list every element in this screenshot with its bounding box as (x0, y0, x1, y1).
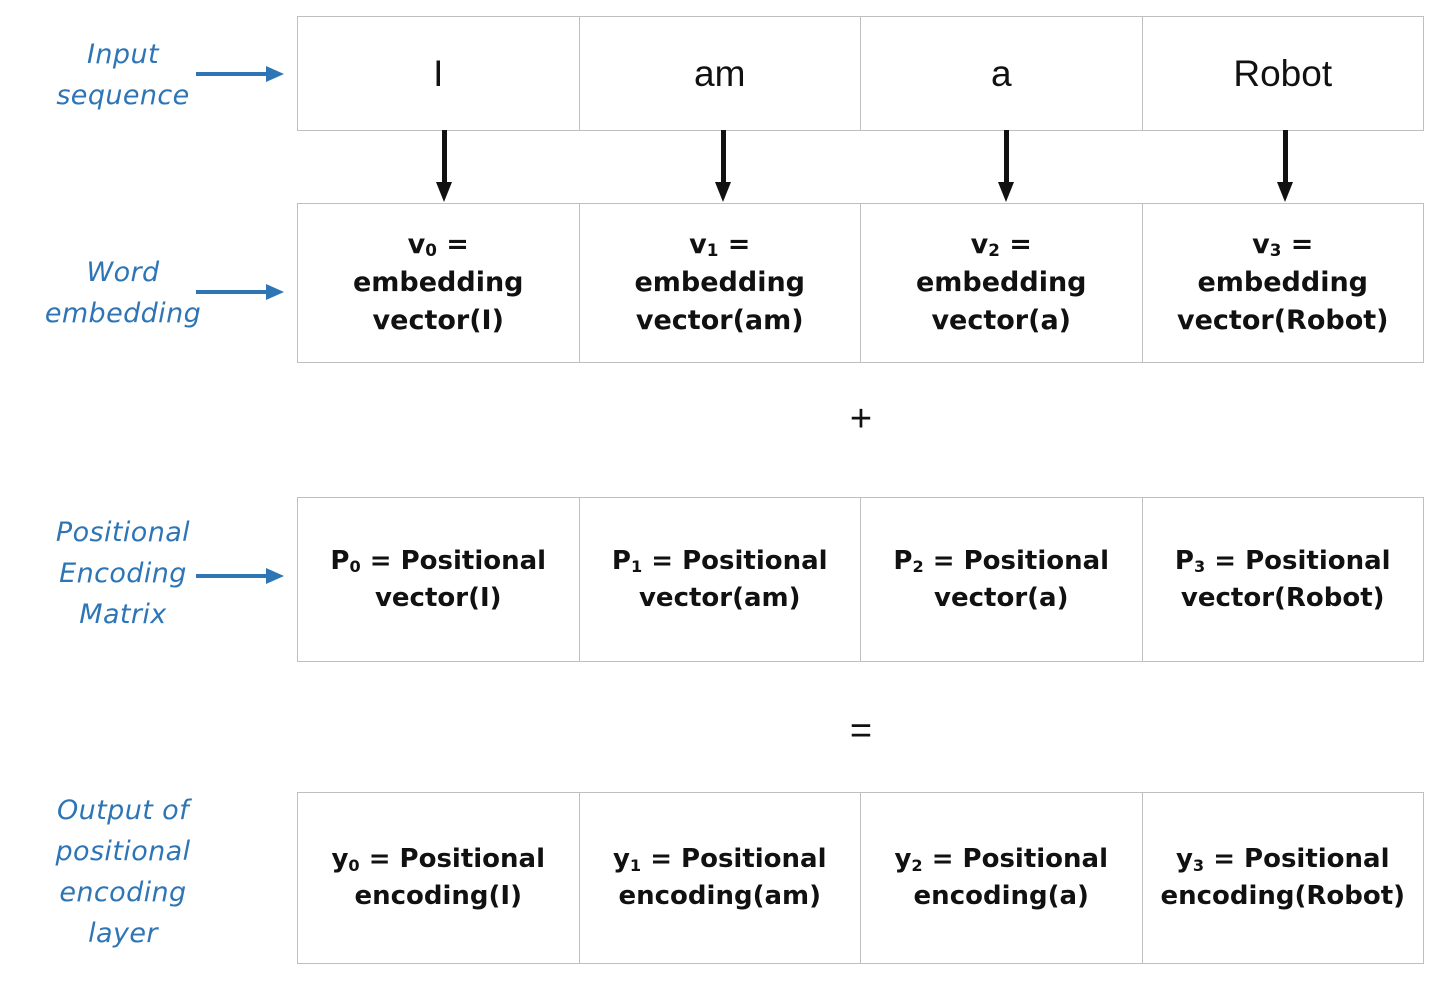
row-label-positional-encoding-matrix: Positional Encoding Matrix (8, 512, 238, 635)
table-cell-embedding-1: v1 = embedding vector(am) (580, 204, 861, 362)
cell-text-line: vector(I) (374, 582, 502, 613)
operator-plus: + (849, 398, 873, 440)
table-cell-positional-1: P1 = Positional vector(am) (580, 498, 861, 661)
arrow-down-icon (713, 130, 733, 202)
table-cell-output-2: y2 = Positional encoding(a) (861, 793, 1143, 963)
arrow-down-icon (996, 130, 1016, 202)
row-label-line: encoding (59, 877, 187, 909)
cell-text-line: embedding (1197, 266, 1369, 298)
table-cell-input-0: I (298, 17, 580, 130)
cell-text-line: vector(am) (638, 582, 801, 613)
arrow-shaft (721, 130, 726, 186)
table-cell-positional-3: P3 = Positional vector(Robot) (1143, 498, 1424, 661)
cell-symbol-line: y2 = Positional (894, 844, 1109, 875)
cell-symbol-line: y0 = Positional (331, 844, 546, 875)
cell-text: a (990, 52, 1012, 94)
table-cell-input-3: Robot (1143, 17, 1424, 130)
arrow-head (266, 568, 284, 584)
row-label-output-of-positional-encoding-layer: Output of positional encoding layer (8, 790, 238, 954)
arrow-right-icon (196, 63, 288, 85)
cell-text: am (694, 52, 746, 94)
arrow-shaft (442, 130, 447, 186)
row-label-line: Matrix (79, 599, 167, 631)
cell-text: I (433, 52, 444, 94)
arrow-right-icon (196, 565, 288, 587)
row-label-word-embedding: Word embedding (8, 252, 238, 334)
arrow-shaft (1004, 130, 1009, 186)
table-output-positional-encoding: y0 = Positional encoding(I) y1 = Positio… (297, 792, 1424, 964)
arrow-head (266, 284, 284, 300)
row-label-input-sequence: Input sequence (8, 34, 238, 116)
arrow-shaft (196, 72, 268, 76)
table-cell-input-2: a (861, 17, 1143, 130)
row-label-line: layer (88, 918, 158, 950)
row-label-line: Encoding (59, 558, 187, 590)
arrow-right-icon (196, 281, 288, 303)
table-cell-positional-0: P0 = Positional vector(I) (298, 498, 580, 661)
table-cell-output-1: y1 = Positional encoding(am) (580, 793, 861, 963)
table-word-embedding: v0 = embedding vector(I) v1 = embedding … (297, 203, 1424, 363)
cell-text-line: encoding(I) (354, 881, 522, 911)
arrow-shaft (196, 290, 268, 294)
arrow-down-icon (434, 130, 454, 202)
row-label-line: embedding (44, 298, 202, 330)
cell-text-line: encoding(am) (618, 881, 821, 911)
arrow-head (998, 182, 1014, 202)
cell-symbol-line: y1 = Positional (612, 844, 827, 875)
cell-text-line: encoding(Robot) (1160, 881, 1406, 911)
table-positional-encoding-matrix: P0 = Positional vector(I) P1 = Positiona… (297, 497, 1424, 662)
cell-symbol-line: v1 = (689, 228, 751, 261)
table-cell-embedding-0: v0 = embedding vector(I) (298, 204, 580, 362)
table-cell-output-0: y0 = Positional encoding(I) (298, 793, 580, 963)
row-label-line: sequence (56, 80, 190, 112)
table-input-sequence: I am a Robot (297, 16, 1424, 131)
cell-text-line: vector(am) (635, 305, 804, 337)
arrow-head (266, 66, 284, 82)
operator-equals: = (849, 710, 873, 752)
arrow-shaft (196, 574, 268, 578)
arrow-head (1277, 182, 1293, 202)
row-label-line: Input (87, 39, 159, 70)
cell-text-line: vector(a) (934, 582, 1069, 613)
row-label-line: Positional (55, 517, 191, 548)
cell-symbol-line: P1 = Positional (611, 545, 828, 577)
cell-symbol-line: v2 = (970, 228, 1032, 261)
row-label-line: Word (86, 257, 160, 288)
table-cell-input-1: am (580, 17, 861, 130)
cell-text-line: embedding (352, 266, 524, 298)
cell-symbol-line: y3 = Positional (1175, 844, 1390, 875)
cell-text-line: vector(I) (372, 305, 504, 337)
cell-text-line: embedding (915, 266, 1087, 298)
table-cell-embedding-3: v3 = embedding vector(Robot) (1143, 204, 1424, 362)
row-label-line: positional (55, 836, 191, 868)
cell-text-line: encoding(a) (913, 881, 1089, 911)
arrow-head (436, 182, 452, 202)
arrow-head (715, 182, 731, 202)
cell-text-line: vector(Robot) (1177, 305, 1389, 337)
cell-symbol-line: P0 = Positional (330, 545, 547, 577)
cell-symbol-line: P2 = Positional (893, 545, 1110, 577)
row-label-line: Output of (57, 795, 189, 826)
arrow-down-icon (1275, 130, 1295, 202)
table-cell-output-3: y3 = Positional encoding(Robot) (1143, 793, 1424, 963)
table-cell-positional-2: P2 = Positional vector(a) (861, 498, 1143, 661)
table-cell-embedding-2: v2 = embedding vector(a) (861, 204, 1143, 362)
cell-text-line: vector(a) (931, 305, 1072, 337)
cell-symbol-line: v0 = (407, 228, 469, 261)
cell-text-line: embedding (634, 266, 806, 298)
cell-text-line: vector(Robot) (1180, 582, 1385, 613)
arrow-shaft (1283, 130, 1288, 186)
cell-symbol-line: P3 = Positional (1174, 545, 1391, 577)
cell-text: Robot (1233, 52, 1333, 94)
cell-symbol-line: v3 = (1252, 228, 1314, 261)
